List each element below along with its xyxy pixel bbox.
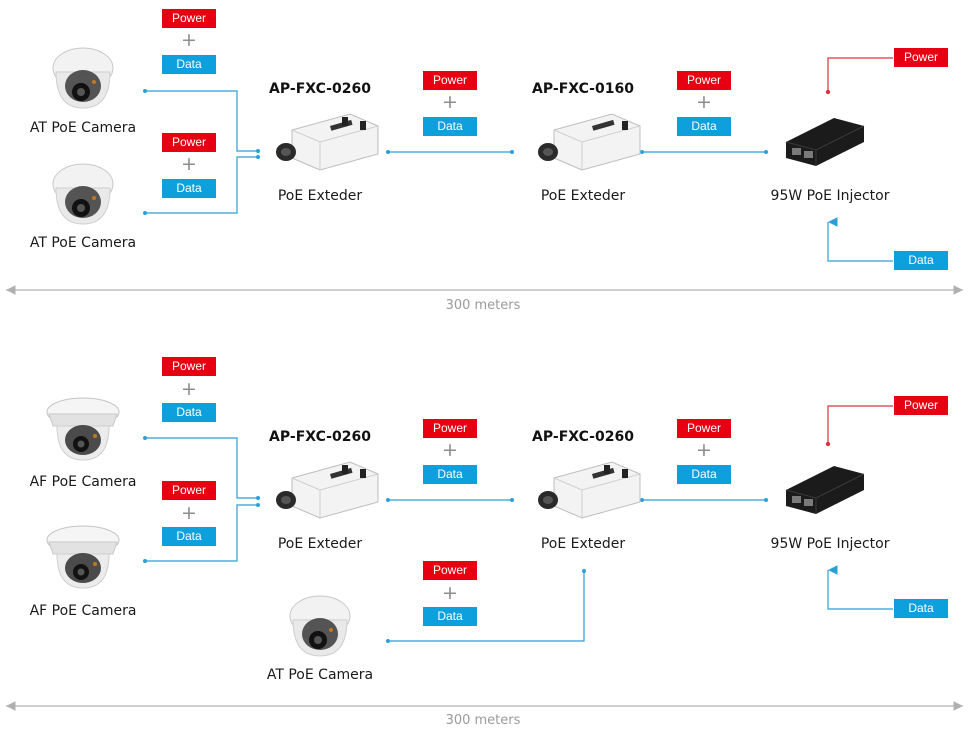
link-data-to-injector-b bbox=[827, 565, 893, 610]
injector-power-tag: Power bbox=[894, 396, 948, 415]
plus-sign: + bbox=[181, 378, 197, 400]
plus-sign: + bbox=[181, 29, 197, 51]
plus-sign: + bbox=[696, 439, 712, 461]
power-tag: Power bbox=[162, 481, 216, 500]
data-tag: Data bbox=[677, 465, 731, 484]
extender-model: AP-FXC-0160 bbox=[532, 81, 634, 97]
dome-camera-icon bbox=[289, 595, 351, 657]
power-tag: Power bbox=[423, 419, 477, 438]
plus-sign: + bbox=[442, 91, 458, 113]
camera-label: AT PoE Camera bbox=[266, 667, 374, 683]
extender-label: PoE Exteder bbox=[540, 536, 626, 552]
power-tag: Power bbox=[677, 71, 731, 90]
link-af-camera2-to-extender bbox=[145, 504, 258, 562]
extender-model: AP-FXC-0260 bbox=[269, 81, 371, 97]
diagram1-links bbox=[145, 90, 893, 262]
poe-injector-icon bbox=[785, 466, 865, 514]
diagram2-links bbox=[145, 437, 893, 642]
data-tag: Data bbox=[162, 179, 216, 198]
distance-label: 300 meters bbox=[445, 298, 521, 313]
plus-sign: + bbox=[181, 153, 197, 175]
extender-label: PoE Exteder bbox=[277, 536, 363, 552]
camera-label: AF PoE Camera bbox=[29, 474, 137, 490]
data-tag: Data bbox=[162, 403, 216, 422]
plus-sign: + bbox=[442, 582, 458, 604]
camera-label: AT PoE Camera bbox=[29, 235, 137, 251]
injector-label: 95W PoE Injector bbox=[770, 188, 890, 204]
power-tag: Power bbox=[677, 419, 731, 438]
data-tag: Data bbox=[677, 117, 731, 136]
link-camera2-to-extender bbox=[145, 156, 258, 214]
power-tag: Power bbox=[423, 71, 477, 90]
link-power-to-injector bbox=[827, 57, 893, 90]
poe-extender-icon bbox=[538, 461, 641, 519]
distance-label: 300 meters bbox=[445, 713, 521, 728]
power-tag: Power bbox=[162, 133, 216, 152]
plus-sign: + bbox=[442, 439, 458, 461]
data-tag: Data bbox=[162, 527, 216, 546]
link-af-camera1-to-extender bbox=[145, 437, 258, 499]
plus-sign: + bbox=[181, 502, 197, 524]
power-tag: Power bbox=[162, 357, 216, 376]
injector-data-tag: Data bbox=[894, 599, 948, 618]
poe-extender-icon bbox=[276, 461, 379, 519]
data-tag: Data bbox=[162, 55, 216, 74]
poe-extender-icon bbox=[538, 113, 641, 171]
extender-model: AP-FXC-0260 bbox=[532, 429, 634, 445]
data-tag: Data bbox=[423, 465, 477, 484]
extender-label: PoE Exteder bbox=[277, 188, 363, 204]
extender-label: PoE Exteder bbox=[540, 188, 626, 204]
af-dome-camera-icon bbox=[46, 525, 120, 589]
camera-label: AF PoE Camera bbox=[29, 603, 137, 619]
link-camera1-to-extender bbox=[145, 90, 258, 152]
power-tag: Power bbox=[162, 9, 216, 28]
poe-injector-icon bbox=[785, 118, 865, 166]
link-at-camera-to-extender2 bbox=[388, 571, 585, 642]
link-data-to-injector bbox=[827, 217, 893, 262]
dome-camera-icon bbox=[52, 163, 114, 225]
dome-camera-icon bbox=[52, 47, 114, 109]
injector-data-tag: Data bbox=[894, 251, 948, 270]
af-dome-camera-icon bbox=[46, 397, 120, 461]
link-power-to-injector-b bbox=[827, 405, 893, 442]
data-tag: Data bbox=[423, 607, 477, 626]
injector-label: 95W PoE Injector bbox=[770, 536, 890, 552]
power-tag: Power bbox=[423, 561, 477, 580]
injector-power-tag: Power bbox=[894, 48, 948, 67]
camera-label: AT PoE Camera bbox=[29, 120, 137, 136]
plus-sign: + bbox=[696, 91, 712, 113]
extender-model: AP-FXC-0260 bbox=[269, 429, 371, 445]
poe-extender-icon bbox=[276, 113, 379, 171]
data-tag: Data bbox=[423, 117, 477, 136]
